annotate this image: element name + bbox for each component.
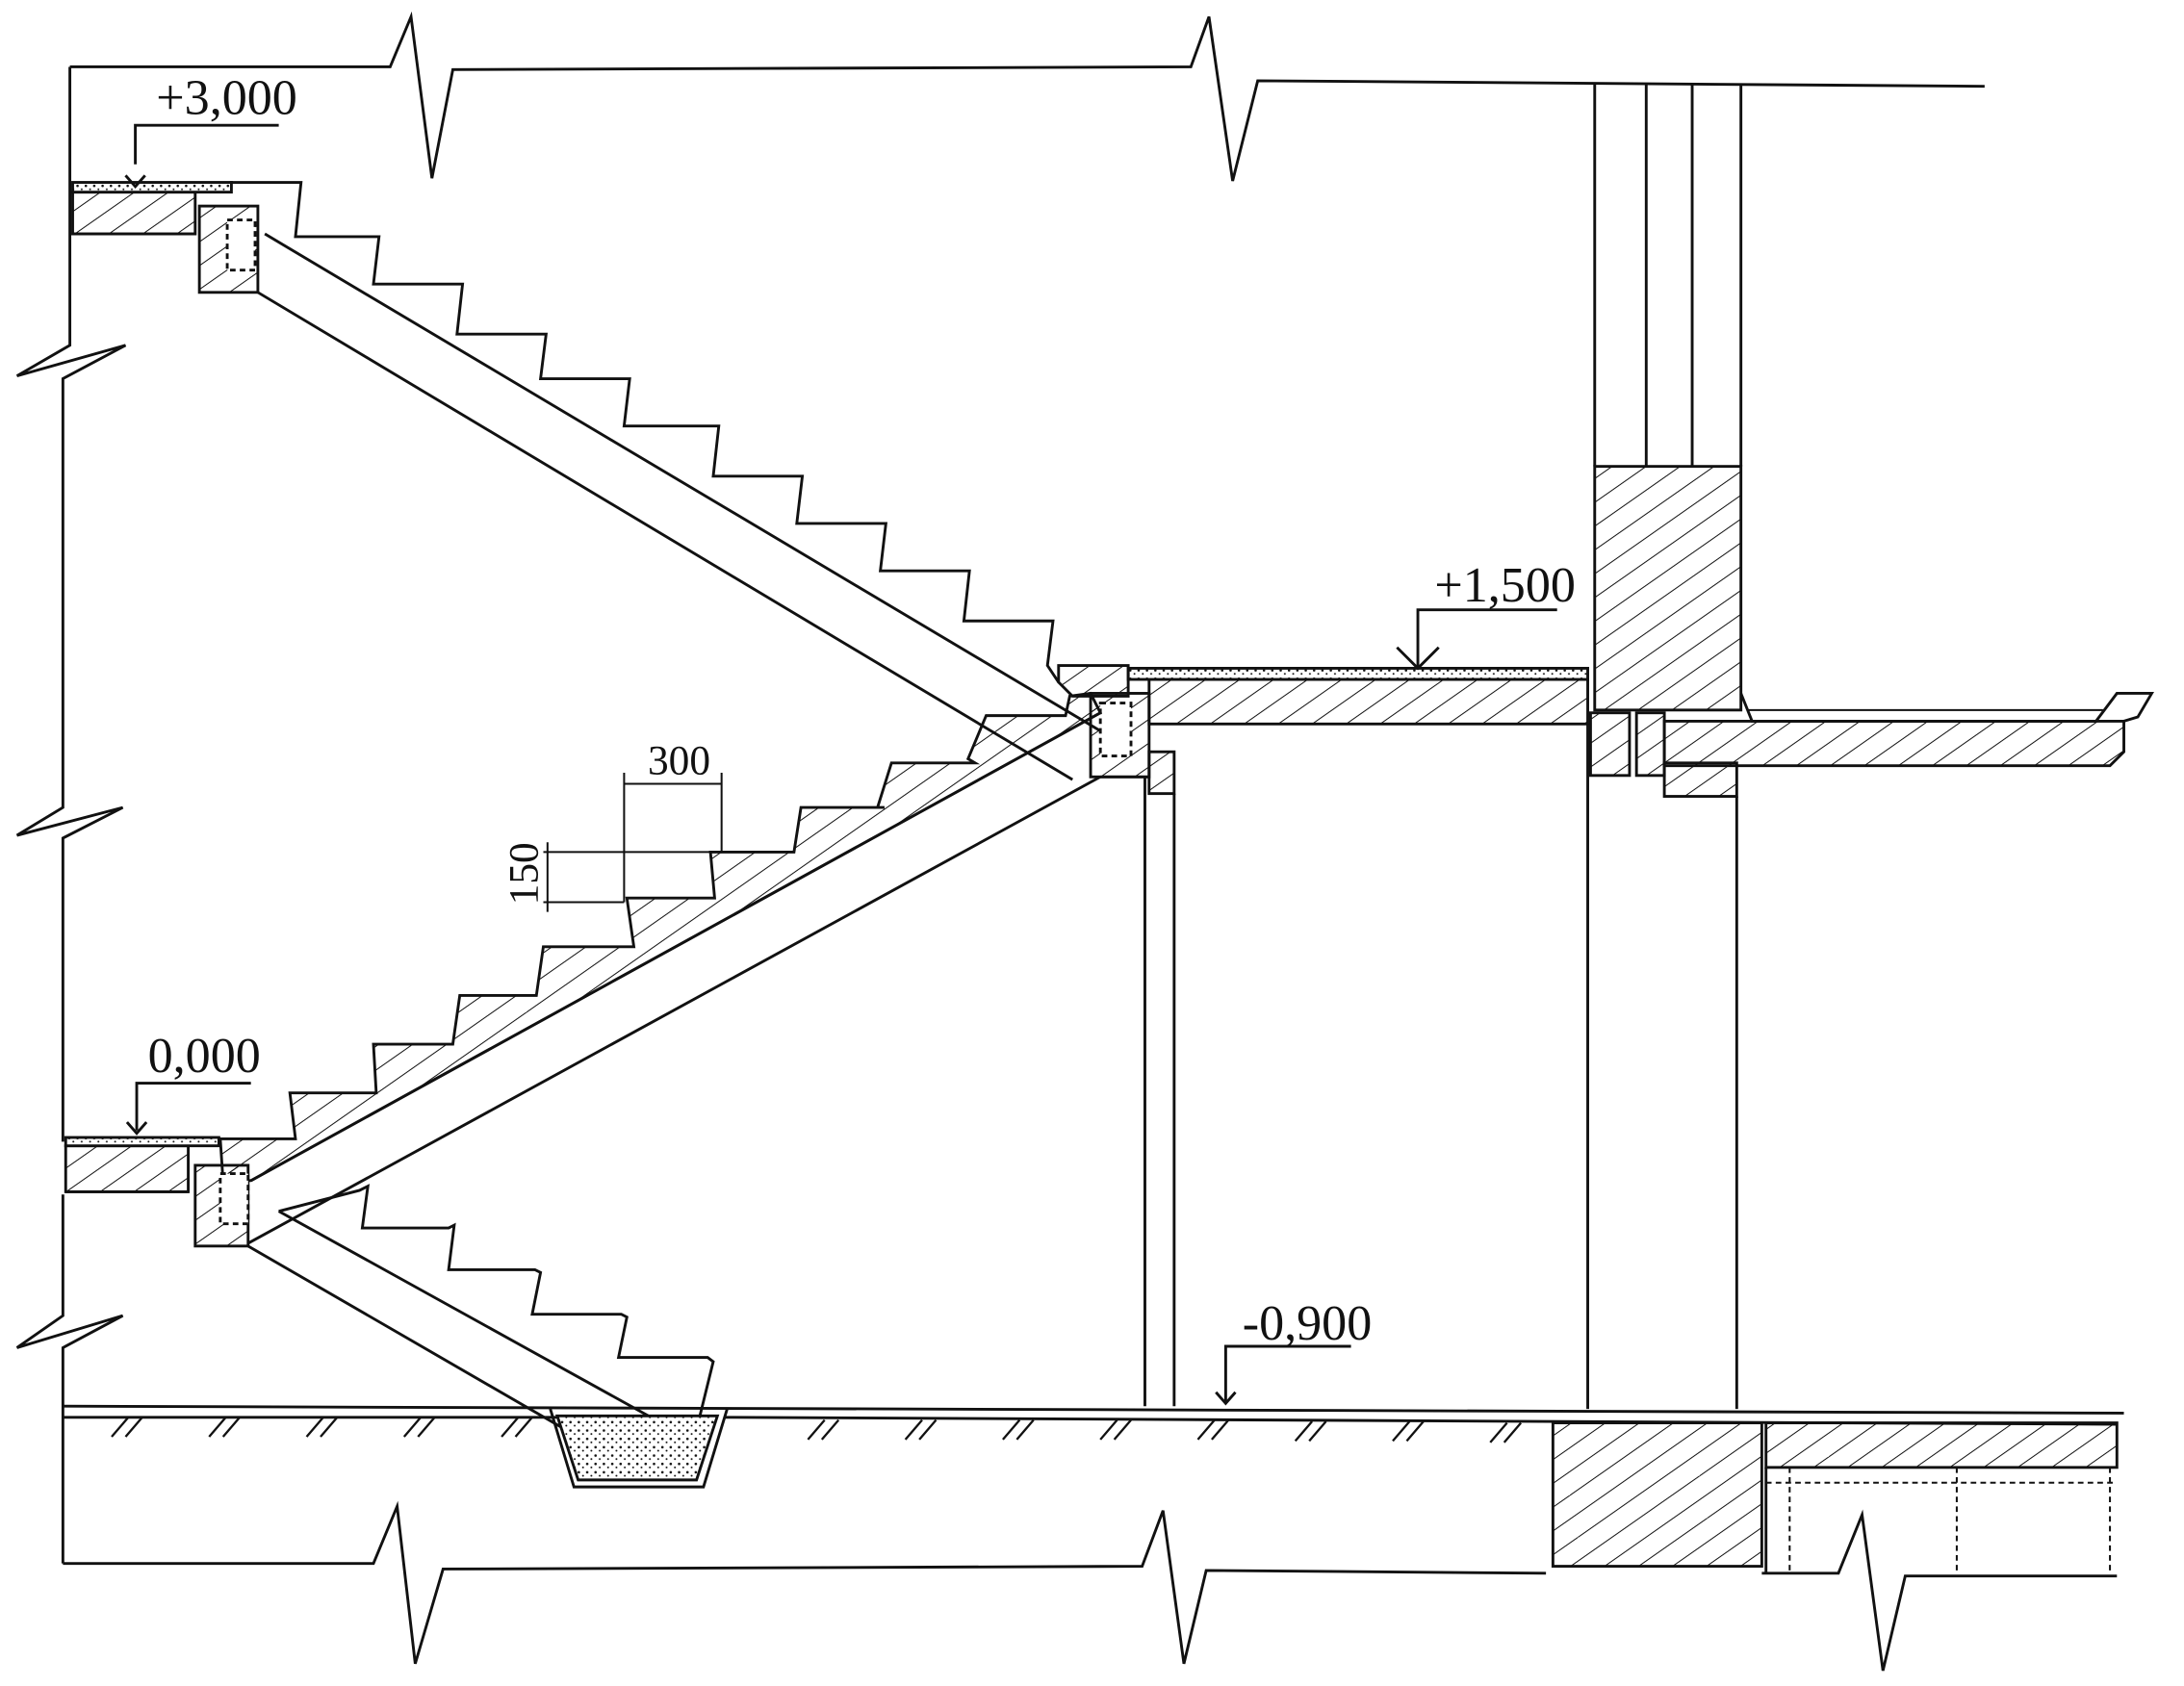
foundation-block-left <box>1551 1421 1763 1569</box>
wall-junction-block-1 <box>1588 711 1632 778</box>
ground-floor-finish <box>64 1136 220 1148</box>
trench-footing <box>554 1414 720 1482</box>
elevation-marker-top <box>124 123 279 190</box>
upper-flight-top <box>264 232 1101 732</box>
upper-flight-soffit <box>257 291 1073 781</box>
wall-junction-block-3 <box>1662 761 1738 798</box>
elevation-label-top: +3,000 <box>156 71 297 126</box>
canopy-drip-edge <box>1739 692 2154 723</box>
basement-floor-line <box>63 1404 2124 1415</box>
tread-dimension-label: 300 <box>648 737 710 783</box>
elevation-marker-basement <box>1215 1344 1351 1406</box>
riser-dimension-label: 150 <box>501 842 548 905</box>
landing-support-cap <box>1147 750 1176 796</box>
upper-floor-finish <box>71 181 233 194</box>
elevation-label-landing: +1,500 <box>1434 558 1576 613</box>
ground-hatch-ticks <box>111 1417 1522 1443</box>
lower-flight-steps <box>218 691 1103 1183</box>
elevation-marker-landing <box>1396 608 1557 671</box>
right-wall-hatched-block <box>1593 465 1743 712</box>
landing-slab <box>1147 677 1589 726</box>
left-wall-lower-line <box>15 1194 124 1564</box>
wall-junction-block-2 <box>1634 711 1666 778</box>
upper-flight-steps <box>229 181 1060 683</box>
tread-dimension <box>623 772 723 903</box>
bottom-right-break-line <box>1761 1509 2118 1672</box>
left-wall-line <box>15 66 127 1142</box>
landing-finish <box>1126 666 1589 681</box>
basement-flight-soffit <box>247 1244 586 1443</box>
ground-floor-slab <box>64 1144 191 1193</box>
landing-edge-block <box>1057 664 1130 698</box>
lower-flight-soffit <box>247 776 1101 1245</box>
riser-dimension <box>543 842 722 912</box>
top-break-line <box>69 11 1985 182</box>
basement-flight-top <box>277 1210 695 1443</box>
canopy-slab <box>1662 719 2125 768</box>
elevation-marker-ground <box>125 1082 251 1136</box>
basement-flight-steps <box>278 1184 715 1442</box>
elevation-label-basement: -0,900 <box>1243 1296 1373 1351</box>
upper-floor-slab <box>71 191 197 236</box>
bottom-break-line <box>63 1500 1547 1665</box>
foundation-block-right <box>1764 1421 2119 1469</box>
elevation-label-ground: 0,000 <box>148 1029 261 1084</box>
upper-beam-socket <box>225 218 257 272</box>
